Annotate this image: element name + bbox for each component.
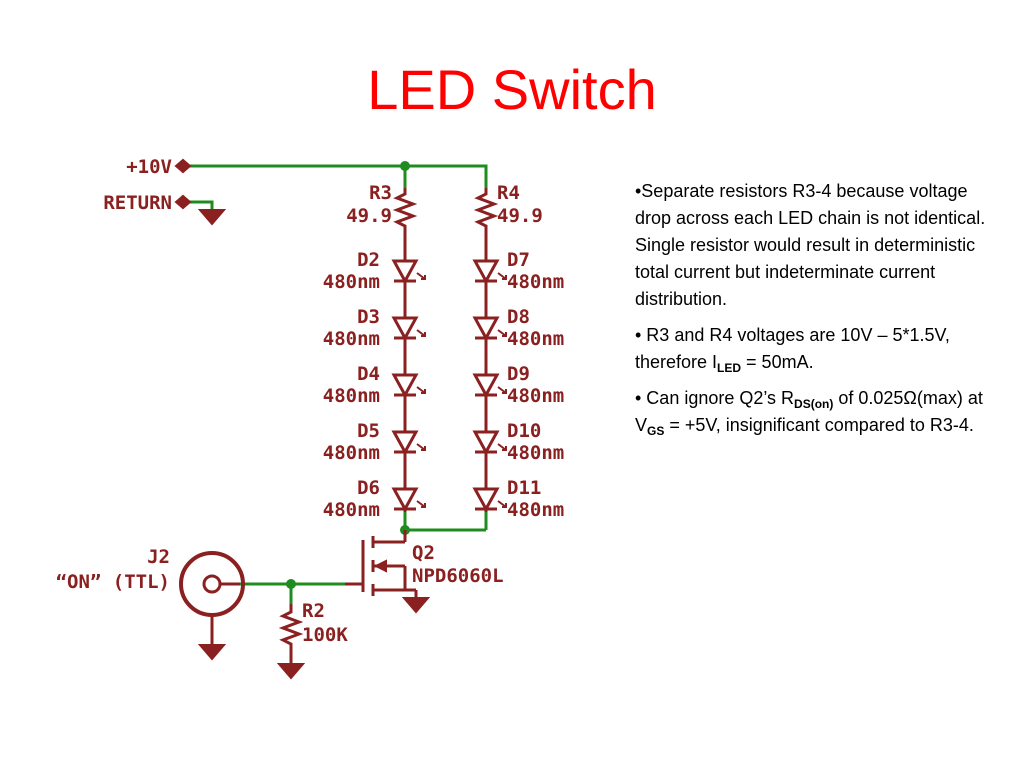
ground-icon (276, 663, 306, 680)
led-ref: D6 (357, 477, 380, 499)
ground-icon (197, 644, 227, 661)
connector-j2-icon (179, 551, 245, 645)
resistor-r4-icon (473, 188, 499, 240)
supply-label: +10V (126, 156, 172, 178)
led-d3-icon (391, 316, 426, 342)
ground-icon (197, 209, 227, 226)
r4-ref: R4 (497, 182, 520, 204)
q2-ref: Q2 (412, 542, 435, 564)
led-ref: D10 (507, 420, 541, 442)
led-ref: D8 (507, 306, 530, 328)
led-value: 480nm (323, 328, 380, 350)
j2-value: “ON” (TTL) (56, 571, 170, 593)
led-d9-icon (472, 373, 507, 399)
gate-node (286, 579, 296, 589)
slide-title: LED Switch (367, 58, 657, 121)
led-value: 480nm (507, 328, 564, 350)
led-d11-icon (472, 487, 507, 513)
led-ref: D2 (357, 249, 380, 271)
led-value: 480nm (323, 442, 380, 464)
led-ref: D7 (507, 249, 530, 271)
notes-panel: •Separate resistors R3-4 because voltage… (635, 178, 995, 448)
note-rdson: • Can ignore Q2’s RDS(on) of 0.025Ω(max)… (635, 388, 983, 438)
return-label: RETURN (103, 192, 172, 214)
led-ref: D9 (507, 363, 530, 385)
resistor-r2-icon (278, 604, 304, 664)
note-current: • R3 and R4 voltages are 10V – 5*1.5V, t… (635, 325, 950, 375)
led-value: 480nm (507, 442, 564, 464)
led-value: 480nm (507, 271, 564, 293)
led-ref: D11 (507, 477, 541, 499)
return-terminal-icon (174, 194, 192, 210)
led-d2-icon (391, 259, 426, 285)
led-value: 480nm (323, 499, 380, 521)
led-d6-icon (391, 487, 426, 513)
supply-terminal-icon (174, 158, 192, 174)
led-value: 480nm (323, 385, 380, 407)
led-d4-icon (391, 373, 426, 399)
ground-icon (401, 597, 431, 614)
r2-ref: R2 (302, 600, 325, 622)
r3-ref: R3 (369, 182, 392, 204)
led-value: 480nm (507, 499, 564, 521)
note-resistors: •Separate resistors R3-4 because voltage… (635, 181, 986, 309)
r3-value: 49.9 (346, 205, 392, 227)
j2-ref: J2 (147, 546, 170, 568)
resistor-r3-icon (392, 188, 418, 240)
mosfet-q2-icon (345, 530, 418, 598)
r2-value: 100K (302, 624, 348, 646)
led-symbols (391, 259, 507, 513)
led-ref: D4 (357, 363, 380, 385)
supply-node (400, 161, 410, 171)
q2-value: NPD6060L (412, 565, 504, 587)
led-ref: D3 (357, 306, 380, 328)
led-ref: D5 (357, 420, 380, 442)
led-d5-icon (391, 430, 426, 456)
led-d10-icon (472, 430, 507, 456)
led-d8-icon (472, 316, 507, 342)
led-d7-icon (472, 259, 507, 285)
r4-value: 49.9 (497, 205, 543, 227)
led-labels: D2480nmD3480nmD4480nmD5480nmD6480nmD7480… (323, 249, 564, 521)
led-value: 480nm (323, 271, 380, 293)
led-value: 480nm (507, 385, 564, 407)
